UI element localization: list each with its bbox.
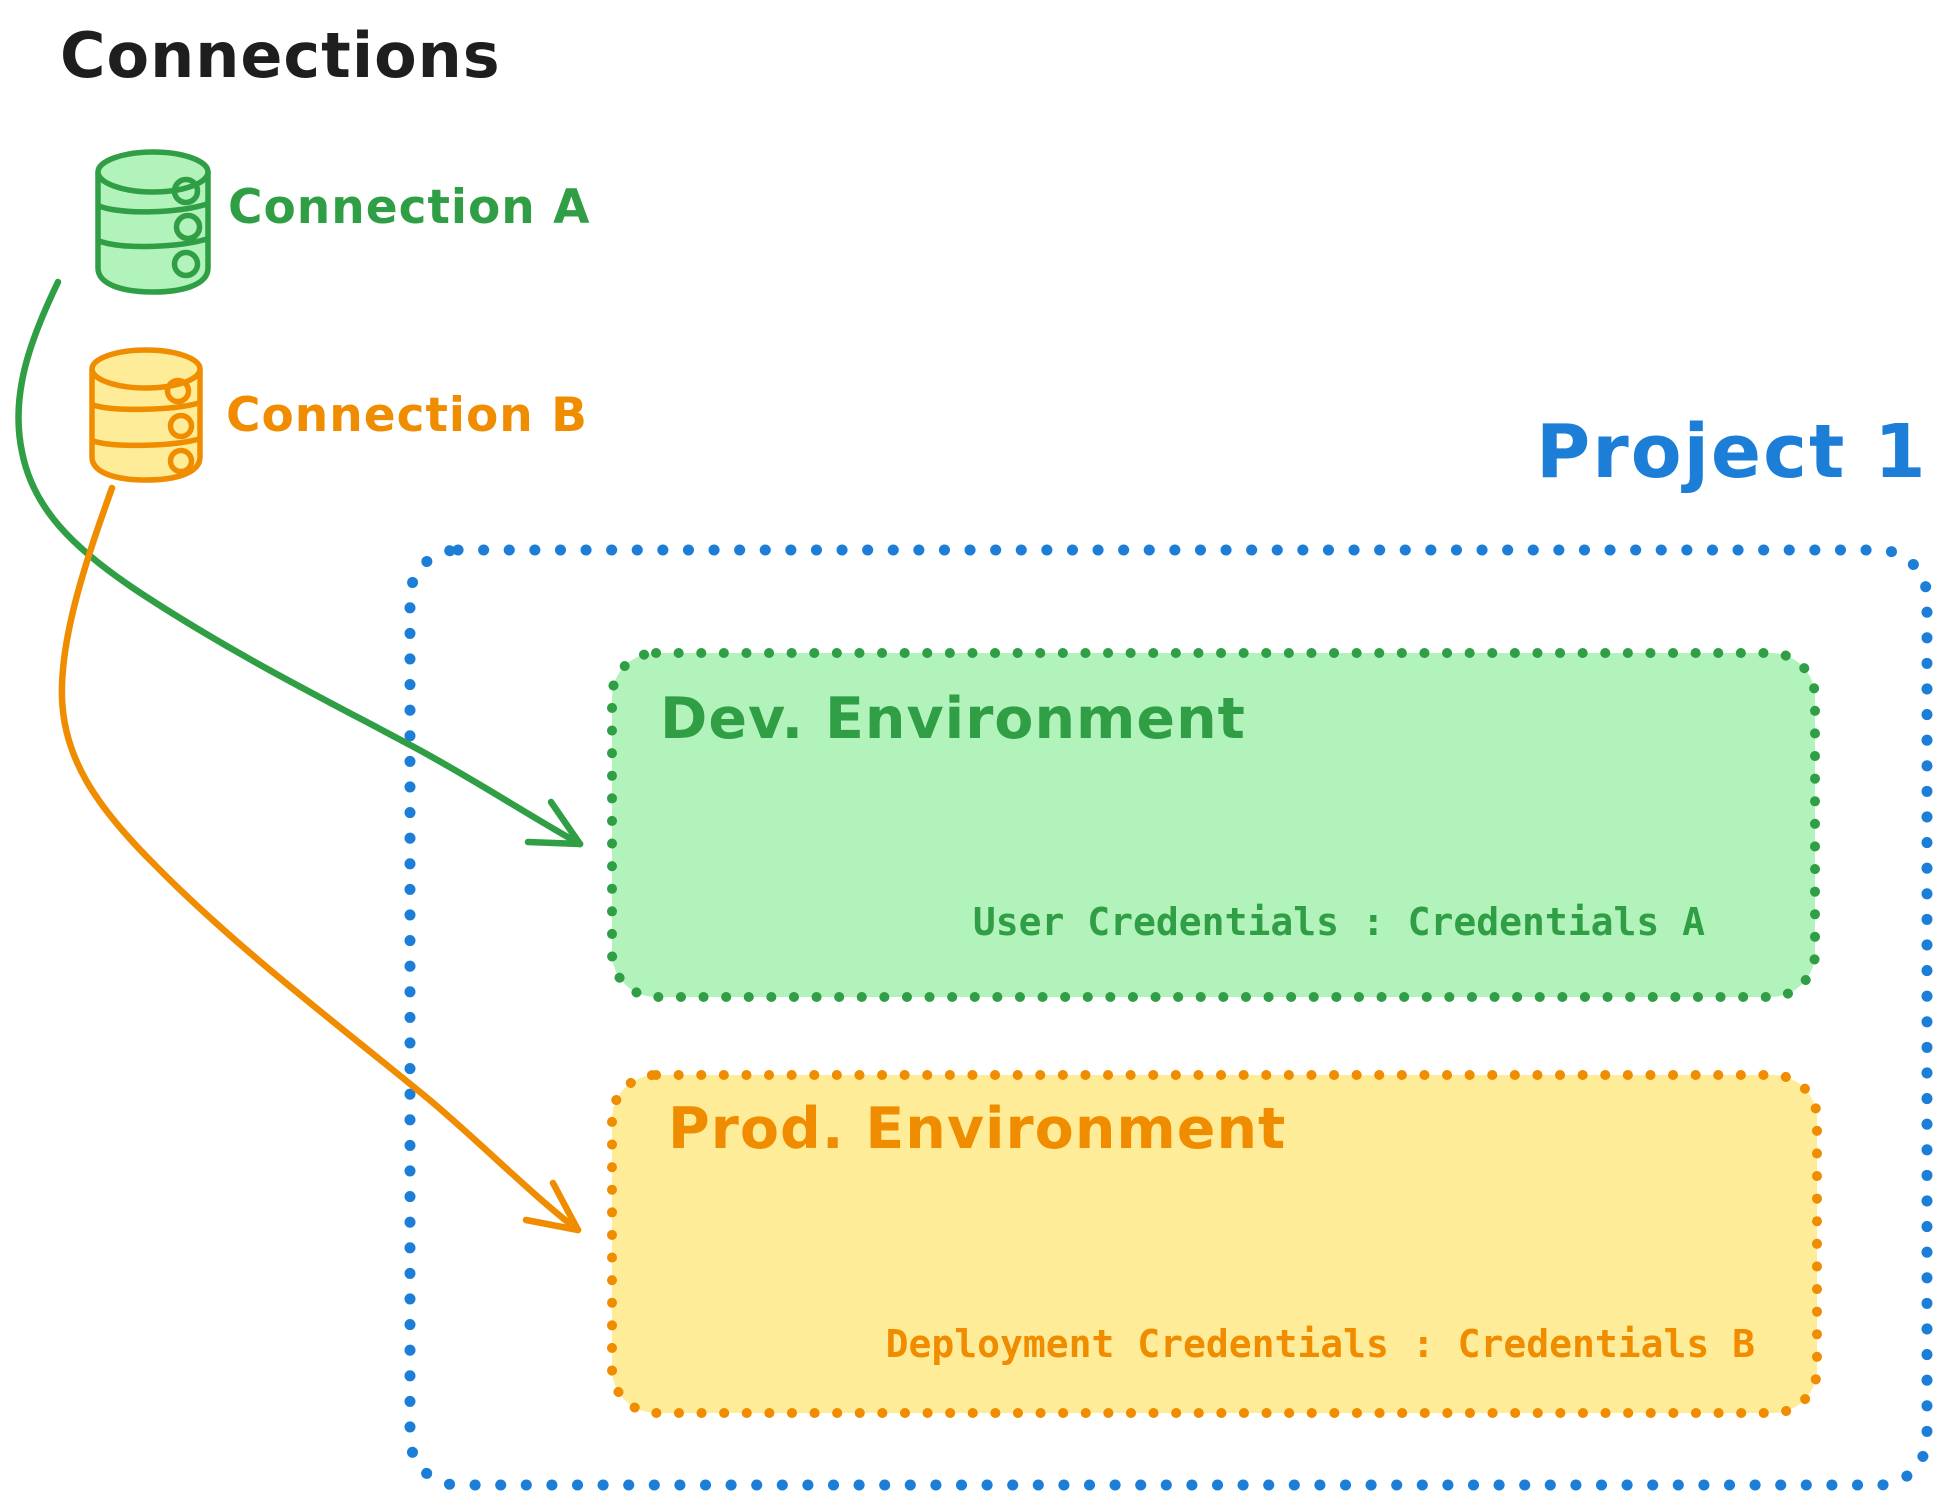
arrowhead-wing <box>549 1179 582 1234</box>
diagram-title: Connections <box>60 19 501 92</box>
arrow-connection-a-to-dev <box>15 278 584 848</box>
prod-environment-box <box>607 1070 1822 1418</box>
connection-b-database-icon <box>89 347 203 483</box>
prod-environment-title: Prod. Environment <box>668 1096 1287 1162</box>
project-1-container-box <box>404 544 1933 1491</box>
arrowhead-wing <box>547 798 584 848</box>
dev-environment-credentials: User Credentials : Credentials A <box>972 900 1705 944</box>
connection-a-database-icon <box>95 149 211 295</box>
arrowhead-wing <box>522 1216 582 1234</box>
project-1-label: Project 1 <box>1536 409 1928 495</box>
arrow-connection-b-to-prod <box>58 484 582 1234</box>
dev-environment-title: Dev. Environment <box>660 686 1246 752</box>
prod-environment-credentials: Deployment Credentials : Credentials B <box>885 1322 1755 1366</box>
connection-a-label: Connection A <box>228 180 591 235</box>
dev-environment-box <box>607 648 1820 1002</box>
arrowhead-wing <box>524 838 584 848</box>
connection-b-label: Connection B <box>226 388 588 443</box>
